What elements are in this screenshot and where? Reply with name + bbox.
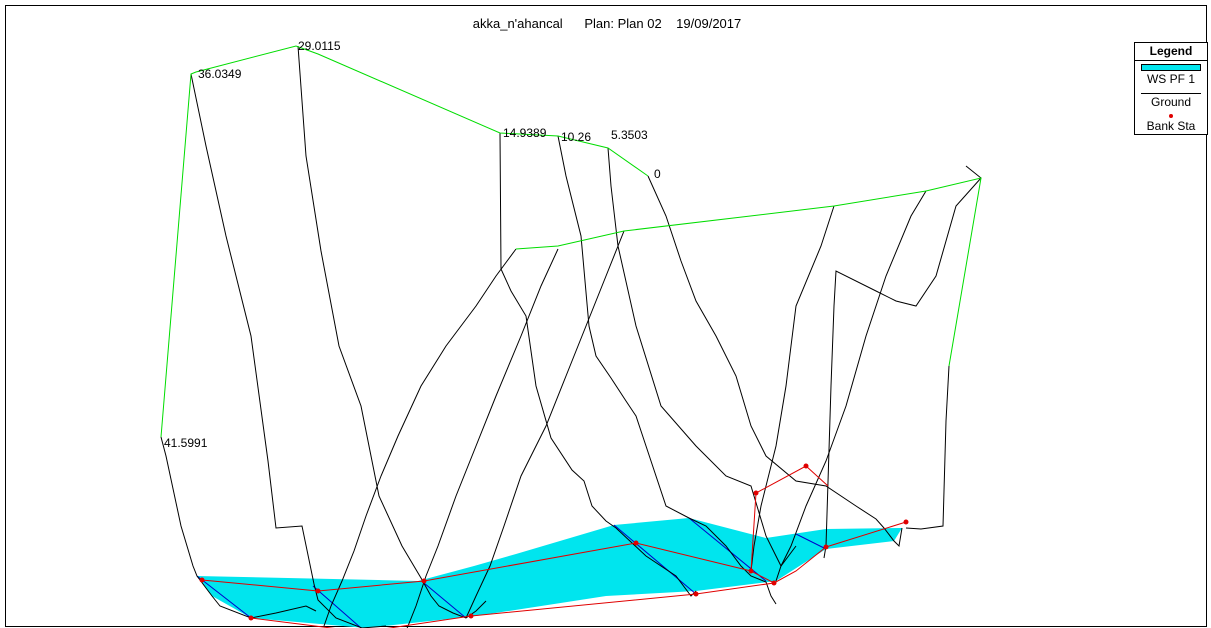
legend-swatch-ws [1141,64,1201,71]
bank-station-dot-11 [468,613,474,619]
station-labels-layer: 41.5991 36.0349 29.0115 14.9389 10.26 5.3503 0 [164,39,661,450]
ground-profile-10 [750,205,835,572]
ground-profile-7 [647,175,903,548]
bank-station-dot-9 [248,615,254,621]
plot-frame: akka_n'ahancal Plan: Plan 02 19/09/2017 … [5,5,1208,628]
bank-station-dot-12 [693,591,699,597]
legend-item-ws: WS PF 1 [1135,61,1207,87]
bank-station-dot-14 [803,463,809,469]
bank-station-dot-13 [753,490,759,496]
legend-title: Legend [1135,43,1207,61]
bank-line-3 [750,465,829,572]
bank-station-dot-2 [315,588,321,594]
legend-swatch-ground [1141,93,1201,94]
ground-profile-11 [465,230,625,619]
plot-title: akka_n'ahancal Plan: Plan 02 19/09/2017 [6,16,1208,31]
ground-profile-5 [557,135,777,605]
water-edge-line-6 [795,533,827,550]
legend-swatch-bank [1169,114,1173,118]
ground-profile-4 [499,132,697,597]
ground-profile-14 [905,365,950,530]
river-station-label-1: 41.5991 [164,436,208,450]
title-project: akka_n'ahancal [472,16,563,31]
river-station-label-4: 14.9389 [503,126,547,140]
river-station-label-5: 10.26 [561,130,591,144]
river-station-label-3: 29.0115 [298,39,341,53]
bank-station-dot-3 [421,578,427,584]
legend: Legend WS PF 1 Ground Bank Sta [1134,42,1208,135]
water-edge-line-4 [613,524,697,595]
ground-profile-3 [297,45,487,619]
ground-profile-8 [823,165,982,559]
water-edge-line-1 [196,575,252,619]
top-connector-line-1 [160,45,649,438]
ground-profile-2 [190,73,387,628]
ground-profile-9 [775,190,927,582]
perspective-plot: 41.5991 36.0349 29.0115 14.9389 10.26 5.3503 0 [160,39,982,628]
ground-profile-1 [160,436,317,619]
bank-station-dot-1 [199,577,205,583]
legend-item-ground: Ground [1135,87,1207,110]
river-station-label-6: 5.3503 [611,128,648,142]
legend-item-bank: Bank Sta [1135,110,1207,134]
title-date: 19/09/2017 [676,16,742,31]
river-station-label-7: 0 [654,167,661,181]
bank-station-dot-7 [823,544,829,550]
ground-profile-6 [607,147,797,567]
water-surface-layer [196,517,902,628]
legend-label-bank: Bank Sta [1146,119,1196,133]
water-edge-line-3 [423,582,467,619]
river-station-label-2: 36.0349 [198,67,242,81]
bank-station-dot-4 [633,540,639,546]
legend-label-ground: Ground [1150,95,1192,109]
bank-station-layer [199,463,909,628]
water-edge-line-2 [312,585,362,628]
ground-profile-12 [406,248,559,628]
top-connector-layer [160,45,982,438]
legend-label-ws: WS PF 1 [1146,72,1195,86]
title-plan: Plan: Plan 02 [584,16,662,31]
bank-station-dot-5 [748,568,754,574]
bank-station-dot-8 [903,519,909,525]
ground-profile-13 [323,248,517,627]
bank-station-dot-6 [771,580,777,586]
top-connector-line-2 [515,177,982,367]
